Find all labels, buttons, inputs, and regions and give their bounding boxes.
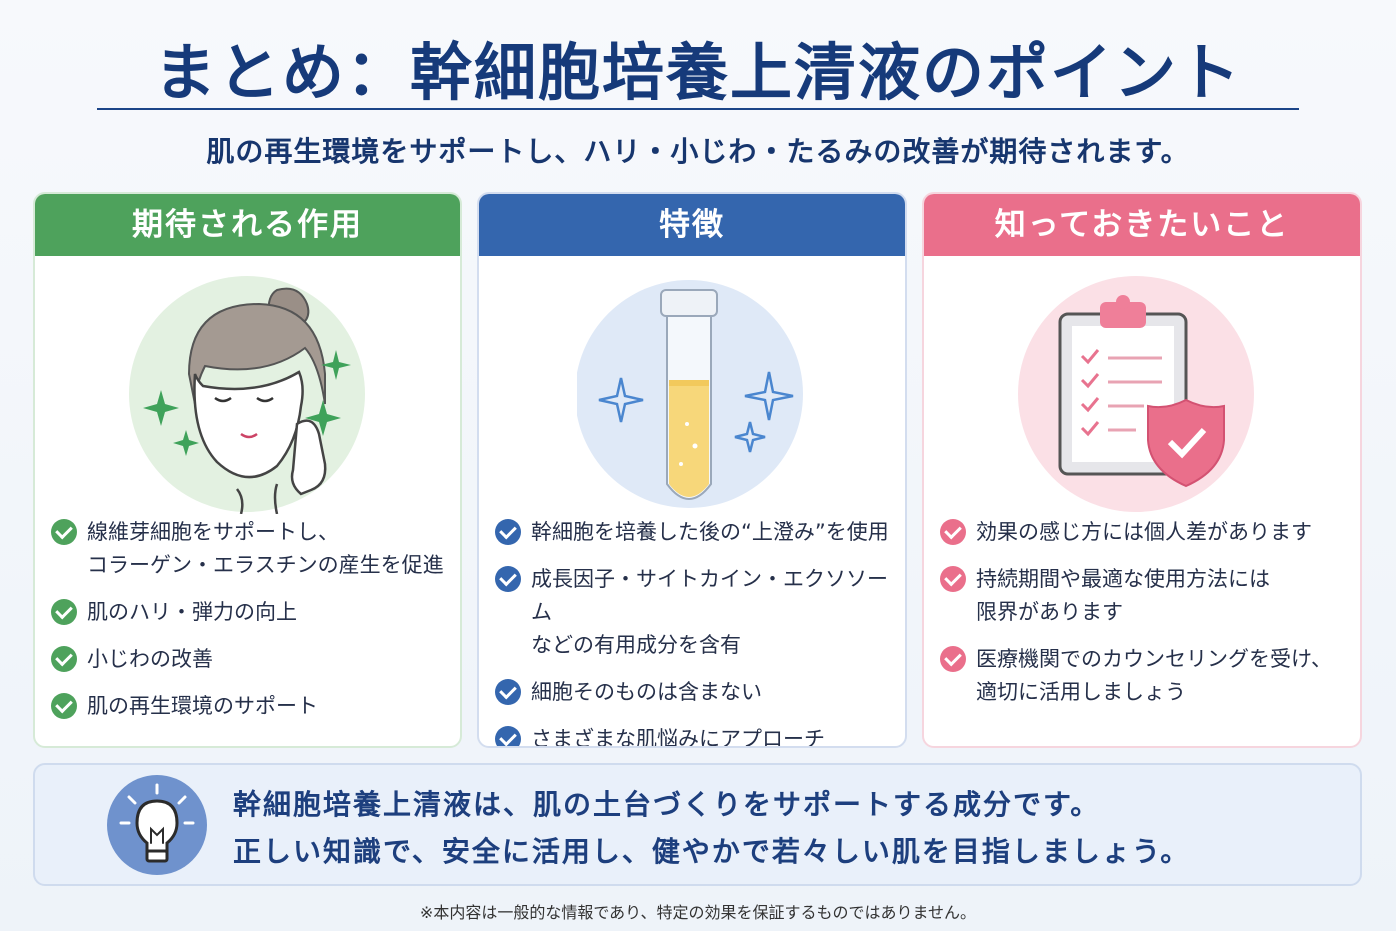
- list-item: 線維芽細胞をサポートし、 コラーゲン・エラスチンの産生を促進: [51, 516, 452, 582]
- card-header: 特徴: [479, 194, 905, 256]
- list-item: 肌の再生環境のサポート: [51, 690, 452, 723]
- check-icon: [495, 566, 521, 592]
- check-icon: [51, 646, 77, 672]
- card-things-to-know: 知っておきたいこと 効果の感じ方には個人差があります 持続期間や最適な使用方法に…: [922, 192, 1362, 748]
- list-item: 細胞そのものは含まない: [495, 676, 897, 709]
- list-item: さまざまな肌悩みにアプローチ: [495, 723, 897, 746]
- summary-banner: 幹細胞培養上清液は、肌の土台づくりをサポートする成分です。 正しい知識で、安全に…: [33, 763, 1362, 886]
- summary-text: 幹細胞培養上清液は、肌の土台づくりをサポートする成分です。 正しい知識で、安全に…: [233, 781, 1190, 875]
- test-tube-icon: [577, 280, 803, 508]
- lightbulb-icon: [107, 775, 207, 875]
- check-icon: [940, 566, 966, 592]
- list-item: 持続期間や最適な使用方法には 限界があります: [940, 563, 1352, 629]
- summary-line-2: 正しい知識で、安全に活用し、健やかで若々しい肌を目指しましょう。: [233, 835, 1191, 868]
- notes-list: 効果の感じ方には個人差があります 持続期間や最適な使用方法には 限界があります …: [940, 516, 1352, 723]
- card-header: 知っておきたいこと: [924, 194, 1360, 256]
- check-icon: [51, 519, 77, 545]
- card-expected-effects: 期待される作用 線維芽細胞をサポートし、 コラーゲン・エラスチンの産生を促進 肌…: [33, 192, 462, 748]
- page-title: まとめ：幹細胞培養上清液のポイント: [153, 36, 1242, 109]
- list-item: 肌のハリ・弾力の向上: [51, 596, 452, 629]
- list-item: 医療機関でのカウンセリングを受け、 適切に活用しましょう: [940, 643, 1352, 709]
- check-icon: [51, 693, 77, 719]
- check-icon: [940, 519, 966, 545]
- page-subtitle: 肌の再生環境をサポートし、ハリ・小じわ・たるみの改善が期待されます。: [206, 135, 1190, 168]
- list-item: 成長因子・サイトカイン・エクソソーム などの有用成分を含有: [495, 563, 897, 662]
- check-icon: [495, 726, 521, 746]
- check-icon: [940, 646, 966, 672]
- card-header: 期待される作用: [35, 194, 460, 256]
- card-features: 特徴 幹細胞を培養した後の“上澄み”を使用 成長因子・サイトカイン・エクソソーム…: [477, 192, 907, 748]
- list-item: 効果の感じ方には個人差があります: [940, 516, 1352, 549]
- summary-line-1: 幹細胞培養上清液は、肌の土台づくりをサポートする成分です。: [233, 788, 1101, 821]
- woman-face-icon: [129, 276, 365, 514]
- list-item: 幹細胞を培養した後の“上澄み”を使用: [495, 516, 897, 549]
- disclaimer: ※本内容は一般的な情報であり、特定の効果を保証するものではありません。: [419, 903, 977, 922]
- title-divider: [97, 108, 1299, 110]
- clipboard-shield-icon: [1018, 276, 1254, 512]
- check-icon: [51, 599, 77, 625]
- list-item: 小じわの改善: [51, 643, 452, 676]
- effects-list: 線維芽細胞をサポートし、 コラーゲン・エラスチンの産生を促進 肌のハリ・弾力の向…: [51, 516, 452, 737]
- check-icon: [495, 519, 521, 545]
- features-list: 幹細胞を培養した後の“上澄み”を使用 成長因子・サイトカイン・エクソソーム など…: [495, 516, 897, 746]
- check-icon: [495, 679, 521, 705]
